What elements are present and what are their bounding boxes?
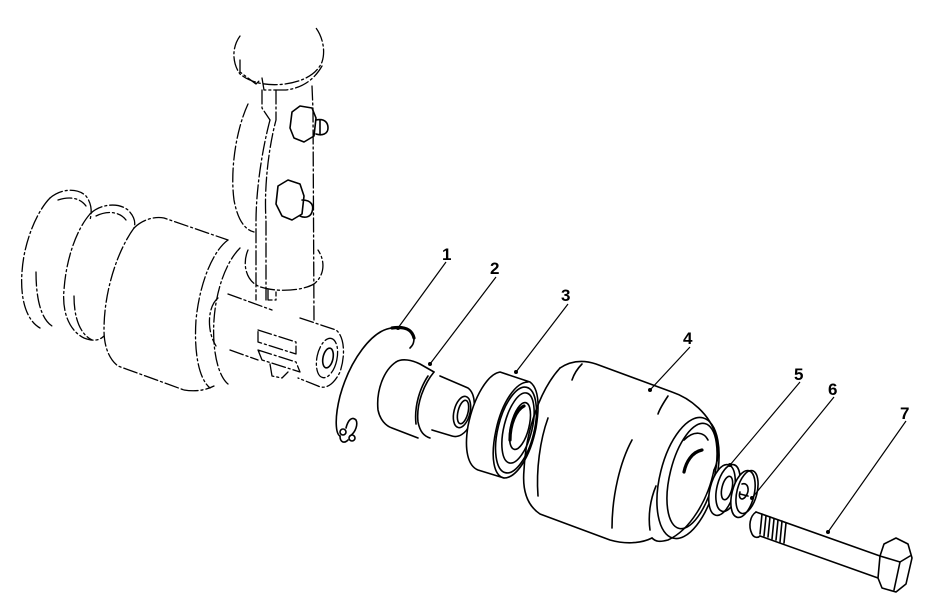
callout-3: 3 — [561, 286, 571, 305]
hex-bolt — [749, 511, 913, 593]
callout-6: 6 — [828, 380, 838, 399]
leader-lines — [396, 261, 907, 534]
lock-washer — [730, 469, 759, 519]
ball-bearing — [465, 371, 539, 479]
callout-2: 2 — [490, 259, 500, 278]
spacer-sleeve — [376, 359, 476, 439]
mounting-bracket — [232, 27, 329, 321]
existing-roller-assembly — [20, 189, 345, 392]
callout-1: 1 — [442, 245, 452, 264]
callout-7: 7 — [900, 404, 910, 423]
callout-4: 4 — [683, 329, 693, 348]
callout-5: 5 — [794, 365, 804, 384]
snap-ring — [335, 325, 416, 443]
roller — [522, 360, 720, 544]
